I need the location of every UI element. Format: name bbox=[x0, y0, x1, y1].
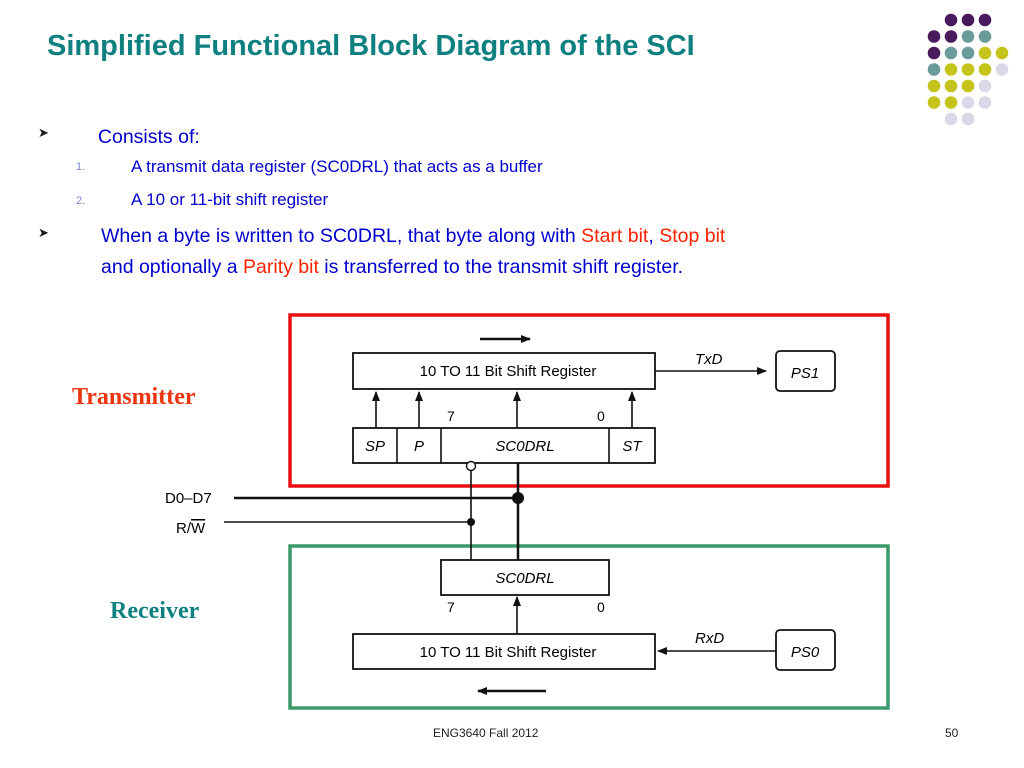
decorative-dot bbox=[978, 13, 992, 27]
bullet-paragraph: When a byte is written to SC0DRL, that b… bbox=[101, 221, 941, 283]
decorative-dot bbox=[927, 30, 941, 43]
decorative-dot bbox=[978, 79, 992, 93]
receiver-label: Receiver bbox=[110, 598, 200, 624]
footer-course: ENG3640 Fall 2012 bbox=[433, 726, 539, 740]
list-number: 2. bbox=[76, 195, 86, 207]
decorative-dot bbox=[944, 30, 958, 43]
decorative-dot bbox=[978, 46, 992, 60]
rx-shift-register bbox=[352, 633, 656, 670]
decorative-dot bbox=[978, 63, 992, 76]
decorative-dot bbox=[944, 79, 958, 93]
parity-bit-term: Parity bit bbox=[243, 256, 319, 278]
tx-bit-7-label: 7 bbox=[447, 408, 455, 424]
decorative-dot bbox=[961, 13, 975, 27]
list-item: A transmit data register (SC0DRL) that a… bbox=[131, 157, 543, 176]
bullet-text: Consists of: bbox=[97, 126, 200, 148]
txd-label: TxD bbox=[695, 351, 723, 368]
decorative-dot bbox=[995, 46, 1009, 60]
bullet-consists-of: ➤ Consists of: bbox=[38, 122, 200, 153]
decorative-dot bbox=[944, 63, 958, 76]
sp-field: SP bbox=[365, 438, 385, 455]
bullet-arrow-icon: ➤ bbox=[38, 125, 49, 140]
ps1-pin bbox=[775, 350, 836, 392]
decorative-dot bbox=[961, 30, 975, 43]
rx-shift-register-label: 10 TO 11 Bit Shift Register bbox=[420, 644, 597, 661]
bus-junction bbox=[512, 492, 524, 504]
tx-data-register bbox=[352, 427, 656, 464]
tx-shift-register-label: 10 TO 11 Bit Shift Register bbox=[420, 363, 597, 380]
ps0-label: PS0 bbox=[791, 644, 820, 661]
ps0-pin bbox=[775, 629, 836, 671]
list-number: 1. bbox=[76, 161, 86, 173]
decorative-dot bbox=[961, 63, 975, 76]
bullet-byte-written: ➤ bbox=[38, 222, 49, 244]
bullet-text: is transferred to the transmit shift reg… bbox=[318, 256, 684, 278]
transmitter-label: Transmitter bbox=[72, 384, 196, 410]
rx-data-register bbox=[440, 559, 610, 596]
p-field: P bbox=[414, 438, 424, 455]
decorative-dot bbox=[961, 79, 975, 93]
decorative-dot-grid bbox=[927, 13, 1009, 126]
list-item: A 10 or 11-bit shift register bbox=[131, 190, 329, 209]
decorative-dot bbox=[927, 63, 941, 76]
decorative-dot bbox=[995, 63, 1009, 76]
transmitter-block-outline bbox=[288, 313, 890, 488]
slide-title: Simplified Functional Block Diagram of t… bbox=[47, 30, 695, 62]
decorative-dot bbox=[961, 46, 975, 60]
decorative-dot bbox=[927, 46, 941, 60]
decorative-dot bbox=[978, 30, 992, 43]
bullet-arrow-icon: ➤ bbox=[38, 225, 49, 240]
rx-bit-0-label: 0 bbox=[597, 599, 605, 615]
rx-sc0drl-label: SC0DRL bbox=[495, 570, 554, 587]
decorative-dot bbox=[944, 112, 958, 126]
rw-junction bbox=[467, 518, 475, 526]
rxd-label: RxD bbox=[695, 630, 724, 647]
ps1-label: PS1 bbox=[791, 365, 819, 382]
st-field: ST bbox=[622, 438, 643, 455]
bullet-text: When a byte is written to SC0DRL, that b… bbox=[101, 225, 582, 247]
decorative-dot bbox=[944, 46, 958, 60]
start-bit-term: Start bit bbox=[581, 225, 649, 247]
decorative-dot bbox=[927, 79, 941, 93]
decorative-dot bbox=[978, 96, 992, 109]
stop-bit-term: Stop bit bbox=[659, 225, 726, 247]
rw-label: R/W bbox=[176, 520, 206, 537]
decorative-dot bbox=[944, 96, 958, 109]
bullet-text: , bbox=[648, 225, 660, 247]
rx-bit-7-label: 7 bbox=[447, 599, 455, 615]
tx-write-enable-node bbox=[465, 460, 477, 472]
decorative-dot bbox=[944, 13, 958, 27]
data-bus-label: D0–D7 bbox=[165, 490, 212, 507]
tx-bit-0-label: 0 bbox=[597, 408, 605, 424]
decorative-dot bbox=[961, 96, 975, 109]
bullet-text: and optionally a bbox=[101, 256, 244, 278]
decorative-dot bbox=[927, 96, 941, 109]
sc0drl-field: SC0DRL bbox=[495, 438, 554, 455]
page-number: 50 bbox=[945, 726, 959, 740]
receiver-block-outline bbox=[288, 544, 890, 710]
decorative-dot bbox=[961, 112, 975, 126]
